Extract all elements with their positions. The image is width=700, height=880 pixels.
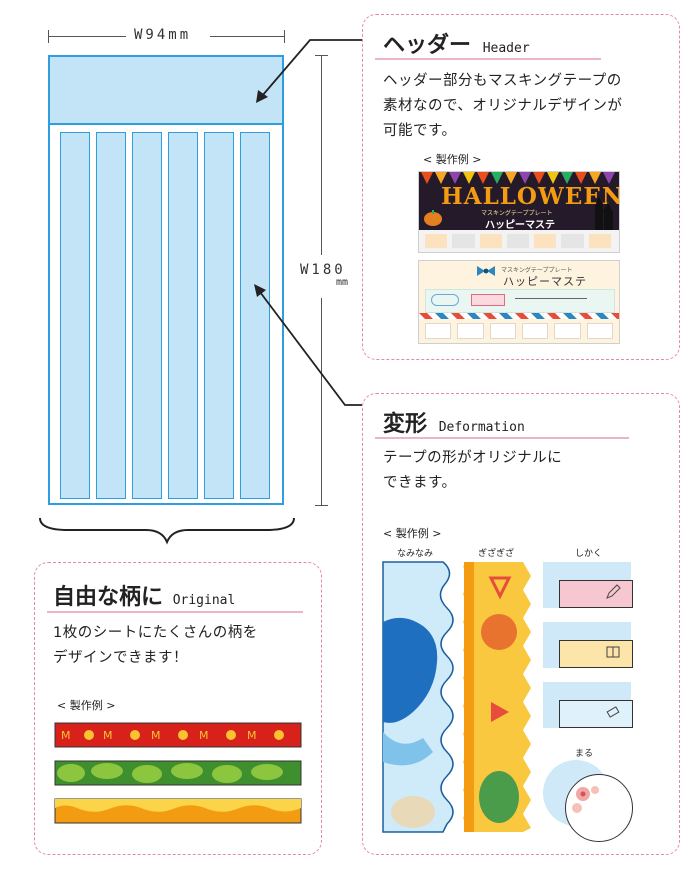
sheet-width-label: W94mm: [134, 27, 192, 43]
airmail-border: [419, 313, 619, 319]
bunting-flags: [421, 172, 615, 184]
tape-strip: [96, 132, 126, 499]
square-tape-3: [543, 682, 633, 728]
masking-tape-sheet: [48, 55, 284, 505]
header-example-label: < 製作例 >: [423, 153, 482, 166]
shape-label-zigzag: ぎざぎざ: [478, 549, 515, 559]
ribbon-header-example: マスキングテーププレート ハッピーマステ: [418, 260, 620, 344]
ribbon-name: ハッピーマステ: [503, 275, 587, 288]
deformation-title-en: Deformation: [438, 420, 525, 435]
original-title: 自由な柄に Original: [53, 579, 235, 611]
header-title-jp: ヘッダー: [383, 33, 472, 58]
tape-strip: [240, 132, 270, 499]
original-panel: 自由な柄に Original 1枚のシートにたくさんの柄を デザインできます！ …: [34, 562, 322, 855]
original-example-label: < 製作例 >: [57, 699, 116, 712]
pattern-tape-yellow: [54, 798, 302, 824]
round-tape-example: [543, 760, 639, 844]
sheet-height-unit: mm: [336, 277, 349, 288]
halloween-sub: マスキングテーププレート: [481, 210, 553, 217]
svg-text:M: M: [103, 729, 113, 742]
svg-text:M: M: [247, 729, 257, 742]
header-title: ヘッダー Header: [383, 27, 530, 59]
header-title-en: Header: [482, 41, 530, 56]
tape-strip: [204, 132, 234, 499]
sheet-height-label: W180: [300, 262, 346, 278]
halloween-header-example: HALLOWEEN マスキングテーププレート ハッピーマステ: [418, 171, 620, 253]
pattern-tape-red: M M M M M: [54, 722, 302, 748]
sheet-header-area: [50, 57, 282, 125]
tape-strip: [132, 132, 162, 499]
original-title-jp: 自由な柄に: [53, 585, 164, 610]
deformation-example-label: < 製作例 >: [383, 527, 442, 540]
wavy-tape-example: [382, 561, 454, 833]
header-description: ヘッダー部分もマスキングテープの 素材なので、オリジナルデザインが 可能です。: [383, 73, 623, 139]
tape-strip: [60, 132, 90, 499]
svg-text:M: M: [199, 729, 209, 742]
deformation-description: テープの形がオリジナルに できます。: [383, 450, 563, 491]
svg-text:M: M: [151, 729, 161, 742]
deformation-title-jp: 変形: [383, 412, 428, 437]
castle-icon: [595, 196, 613, 230]
shape-label-square: しかく: [575, 549, 603, 559]
square-tape-1: [543, 562, 633, 608]
pattern-tape-green: [54, 760, 302, 786]
ribbon-sub: マスキングテーププレート: [501, 267, 573, 274]
eraser-icon: [606, 706, 620, 718]
pencil-icon: [606, 584, 621, 599]
sheet-brace: [39, 517, 295, 545]
flower-icon: [572, 786, 599, 813]
shape-label-round: まる: [575, 749, 594, 759]
zigzag-tape-example: [463, 562, 531, 832]
tape-strip: [168, 132, 198, 499]
deformation-title: 変形 Deformation: [383, 406, 525, 438]
svg-text:M: M: [61, 729, 71, 742]
halloween-name: ハッピーマステ: [485, 220, 555, 231]
ribbon-icon: [477, 266, 495, 276]
original-title-en: Original: [172, 593, 236, 608]
halloween-title: HALLOWEEN: [441, 183, 620, 210]
deformation-panel: 変形 Deformation テープの形がオリジナルに できます。 < 製作例 …: [362, 393, 680, 855]
book-icon: [606, 646, 620, 658]
shape-label-wavy: なみなみ: [397, 549, 434, 559]
square-tape-2: [543, 622, 633, 668]
original-description: 1枚のシートにたくさんの柄を デザインできます！: [53, 625, 258, 666]
header-panel: ヘッダー Header ヘッダー部分もマスキングテープの 素材なので、オリジナル…: [362, 14, 680, 360]
pumpkin-icon: [424, 210, 442, 226]
